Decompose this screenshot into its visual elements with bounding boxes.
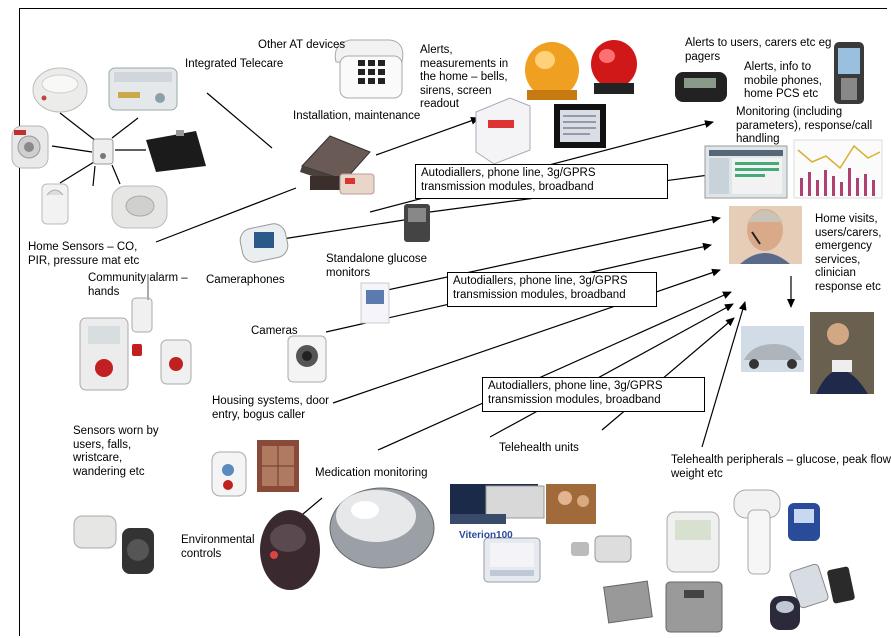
label-installation: Installation, maintenance xyxy=(293,110,421,122)
mobile-phone-image xyxy=(834,42,864,104)
diagram-frame xyxy=(19,8,887,636)
amber-beacon-image xyxy=(525,42,579,100)
label-community-alarm: Community alarm – hands xyxy=(88,272,188,298)
connector-line xyxy=(51,145,93,153)
box-autodiallers-middle: Autodiallers, phone line, 3g/GPRS transm… xyxy=(447,272,657,307)
connector-line xyxy=(92,165,96,187)
community-alarm-image xyxy=(79,274,192,391)
label-alerts-mobile: Alerts, info to mobile phones, home PCS … xyxy=(744,61,822,100)
cameraphone-image xyxy=(239,223,289,263)
installation-kit-image xyxy=(300,135,375,195)
viterion-logo-text: Viterion100 xyxy=(459,530,513,541)
pager-image xyxy=(675,72,727,102)
label-telehealth-peripherals: Telehealth peripherals – glucose, peak f… xyxy=(671,454,891,480)
call-operator-photo xyxy=(729,206,802,264)
label-cameraphones: Cameraphones xyxy=(206,274,285,286)
screen-readout-image xyxy=(554,104,606,148)
connector-arrow xyxy=(601,317,735,431)
connector-line xyxy=(302,497,323,515)
round-sensor-image xyxy=(111,185,168,229)
peak-flow-meter-image xyxy=(733,489,781,575)
pir-sensor-image xyxy=(41,183,69,225)
label-alerts-measurements: Alerts, measurements in the home – bells… xyxy=(420,44,509,110)
red-beacon-image xyxy=(591,40,637,94)
telehealth-unit-image xyxy=(450,484,545,524)
security-camera-image xyxy=(287,335,327,383)
label-integrated-telecare: Integrated Telecare xyxy=(185,58,284,70)
box-autodiallers-top: Autodiallers, phone line, 3g/GPRS transm… xyxy=(415,164,668,199)
connector-arrow xyxy=(489,303,734,438)
glucose-monitor-image xyxy=(404,204,430,242)
connector-line xyxy=(59,161,95,184)
responder-photo xyxy=(810,312,874,394)
connector-line xyxy=(111,117,139,139)
medication-dispenser-image xyxy=(329,487,435,569)
pressure-mat-image xyxy=(146,130,206,172)
label-cameras: Cameras xyxy=(251,325,298,337)
connector-line xyxy=(155,187,297,243)
glucose-meter-image xyxy=(666,511,720,573)
co-alarm-image xyxy=(11,125,49,169)
monitoring-screen-image xyxy=(704,145,788,199)
autodialler-unit-image xyxy=(475,97,531,165)
hub-unit-image xyxy=(92,138,114,165)
car-photo xyxy=(741,326,804,372)
label-sensors-worn: Sensors worn by users, falls, wristcare,… xyxy=(73,425,159,478)
peripheral-cluster-image xyxy=(571,535,653,624)
pda-device-image xyxy=(789,563,855,609)
label-monitoring: Monitoring (including parameters), respo… xyxy=(736,106,873,145)
connector-line xyxy=(59,112,97,142)
label-home-visits: Home visits, users/carers, emergency ser… xyxy=(815,213,882,293)
label-alerts-users: Alerts to users, carers etc eg pagers xyxy=(685,37,832,63)
environmental-control-image xyxy=(260,510,320,590)
connector-arrow xyxy=(375,116,480,156)
box-autodiallers-bottom: Autodiallers, phone line, 3g/GPRS transm… xyxy=(482,377,705,412)
big-button-phone-image xyxy=(334,39,404,99)
viterion-unit-image xyxy=(483,537,541,583)
weighing-scale-image xyxy=(665,581,723,633)
door-entry-image xyxy=(211,440,299,497)
telecare-unit-image xyxy=(108,67,178,111)
connector-line xyxy=(275,219,405,241)
label-home-sensors: Home Sensors – CO, PIR, pressure mat etc xyxy=(28,241,140,267)
connector-line xyxy=(206,92,273,149)
label-medication-monitoring: Medication monitoring xyxy=(315,467,428,479)
label-housing-systems: Housing systems, door entry, bogus calle… xyxy=(212,395,329,421)
glucose-kit-image xyxy=(360,282,390,324)
parameter-chart-image xyxy=(793,139,883,199)
connector-line xyxy=(111,164,121,185)
connector-arrow xyxy=(701,301,747,448)
label-standalone-glucose: Standalone glucose monitors xyxy=(326,253,428,279)
smoke-detector-image xyxy=(32,67,88,113)
label-other-at-devices: Other AT devices xyxy=(258,39,346,51)
label-telehealth-units: Telehealth units xyxy=(499,442,579,454)
label-environmental-controls: Environmental controls xyxy=(181,534,255,560)
connector-arrow xyxy=(377,215,721,293)
connector-arrow xyxy=(377,291,732,451)
pulse-oximeter-image xyxy=(770,596,800,630)
blood-pressure-monitor-image xyxy=(788,503,820,541)
patient-photo xyxy=(546,484,596,524)
falls-sensor-image xyxy=(73,515,154,574)
